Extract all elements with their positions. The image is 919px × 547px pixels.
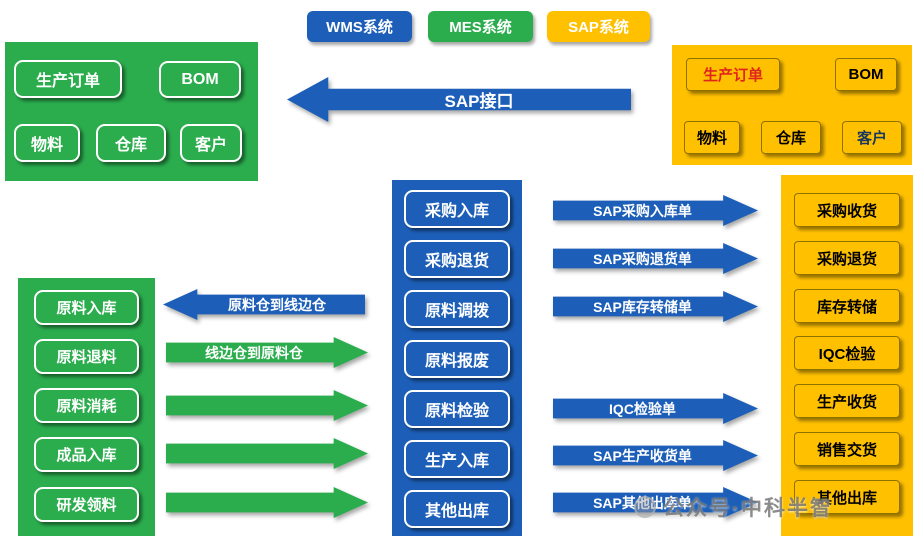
arrow-label: SAP生产收货单 (593, 447, 692, 464)
arrow-label: 原料仓到线边仓 (228, 296, 326, 313)
arrow-finished-goods-in (166, 438, 368, 469)
arrow-label: 线边仓到原料仓 (205, 344, 303, 361)
sap-doc-item: 库存转储 (794, 289, 900, 323)
sap-interface-arrow: SAP接口 (287, 77, 631, 122)
mes-master-item: 生产订单 (14, 60, 122, 98)
mes-flow-item: 成品入库 (34, 437, 139, 472)
legend-sap-badge: SAP系统 (547, 11, 650, 42)
arrow-iqc-inspection: IQC检验单 (553, 393, 758, 424)
mes-flow-item: 原料退料 (34, 339, 139, 374)
sap-master-item: BOM (835, 58, 897, 91)
mes-flow-item: 原料入库 (34, 290, 139, 325)
arrow-sap-production-receipt: SAP生产收货单 (553, 440, 758, 471)
sap-doc-item: 销售交货 (794, 432, 900, 466)
arrow-sap-purchase-return: SAP采购退货单 (553, 243, 758, 274)
arrow-rnd-picking (166, 487, 368, 518)
arrow-sap-purchase-receipt: SAP采购入库单 (553, 195, 758, 226)
sap-doc-item: 采购退货 (794, 241, 900, 275)
mes-flow-item: 研发领料 (34, 487, 139, 522)
arrow-sap-stock-transfer: SAP库存转储单 (553, 291, 758, 322)
mes-master-item: BOM (159, 61, 241, 98)
wms-doc-panel: 采购入库 采购退货 原料调拨 原料报废 原料检验 生产入库 其他出库 (392, 180, 522, 536)
watermark-logo-icon (634, 496, 656, 518)
watermark-text: 公众号·中科半智 (663, 497, 833, 520)
arrow-label: SAP采购入库单 (593, 202, 692, 219)
sap-master-item: 物料 (684, 121, 740, 154)
sap-doc-panel: 采购收货 采购退货 库存转储 IQC检验 生产收货 销售交货 其他出库 (781, 175, 913, 536)
sap-master-panel: 生产订单 BOM 物料 仓库 客户 (672, 45, 912, 165)
wms-doc-item: 采购退货 (404, 240, 510, 278)
watermark: 公众号·中科半智 (634, 492, 833, 522)
wms-doc-item: 采购入库 (404, 190, 510, 228)
wms-doc-item: 生产入库 (404, 440, 510, 478)
arrow-sap-other-issue: SAP其他出库单 (553, 487, 758, 518)
arrow-material-consume (166, 390, 368, 421)
sap-doc-item: IQC检验 (794, 336, 900, 370)
mes-flow-panel: 原料入库 原料退料 原料消耗 成品入库 研发领料 (18, 278, 155, 536)
legend-mes-badge: MES系统 (428, 11, 533, 42)
sap-doc-item: 生产收货 (794, 384, 900, 418)
sap-master-item: 客户 (842, 121, 902, 154)
sap-doc-item: 其他出库 (794, 480, 900, 514)
wms-doc-item: 原料调拨 (404, 290, 510, 328)
arrow-label: SAP采购退货单 (593, 250, 692, 267)
sap-master-item: 生产订单 (686, 58, 780, 91)
arrow-label: IQC检验单 (609, 400, 676, 417)
mes-master-item: 客户 (180, 124, 242, 162)
sap-doc-item: 采购收货 (794, 193, 900, 227)
sap-master-item: 仓库 (761, 121, 821, 154)
mes-master-item: 物料 (14, 124, 80, 162)
mes-master-item: 仓库 (96, 124, 166, 162)
legend-wms-badge: WMS系统 (307, 11, 412, 42)
sap-interface-arrow-label: SAP接口 (444, 92, 514, 111)
arrow-label: SAP库存转储单 (593, 298, 692, 315)
wms-doc-item: 其他出库 (404, 490, 510, 528)
mes-master-panel: 生产订单 BOM 物料 仓库 客户 (5, 42, 258, 181)
arrow-lineside-to-raw: 线边仓到原料仓 (166, 337, 368, 368)
wms-doc-item: 原料检验 (404, 390, 510, 428)
mes-flow-item: 原料消耗 (34, 388, 139, 423)
wms-doc-item: 原料报废 (404, 340, 510, 378)
arrow-raw-to-lineside: 原料仓到线边仓 (163, 289, 365, 320)
